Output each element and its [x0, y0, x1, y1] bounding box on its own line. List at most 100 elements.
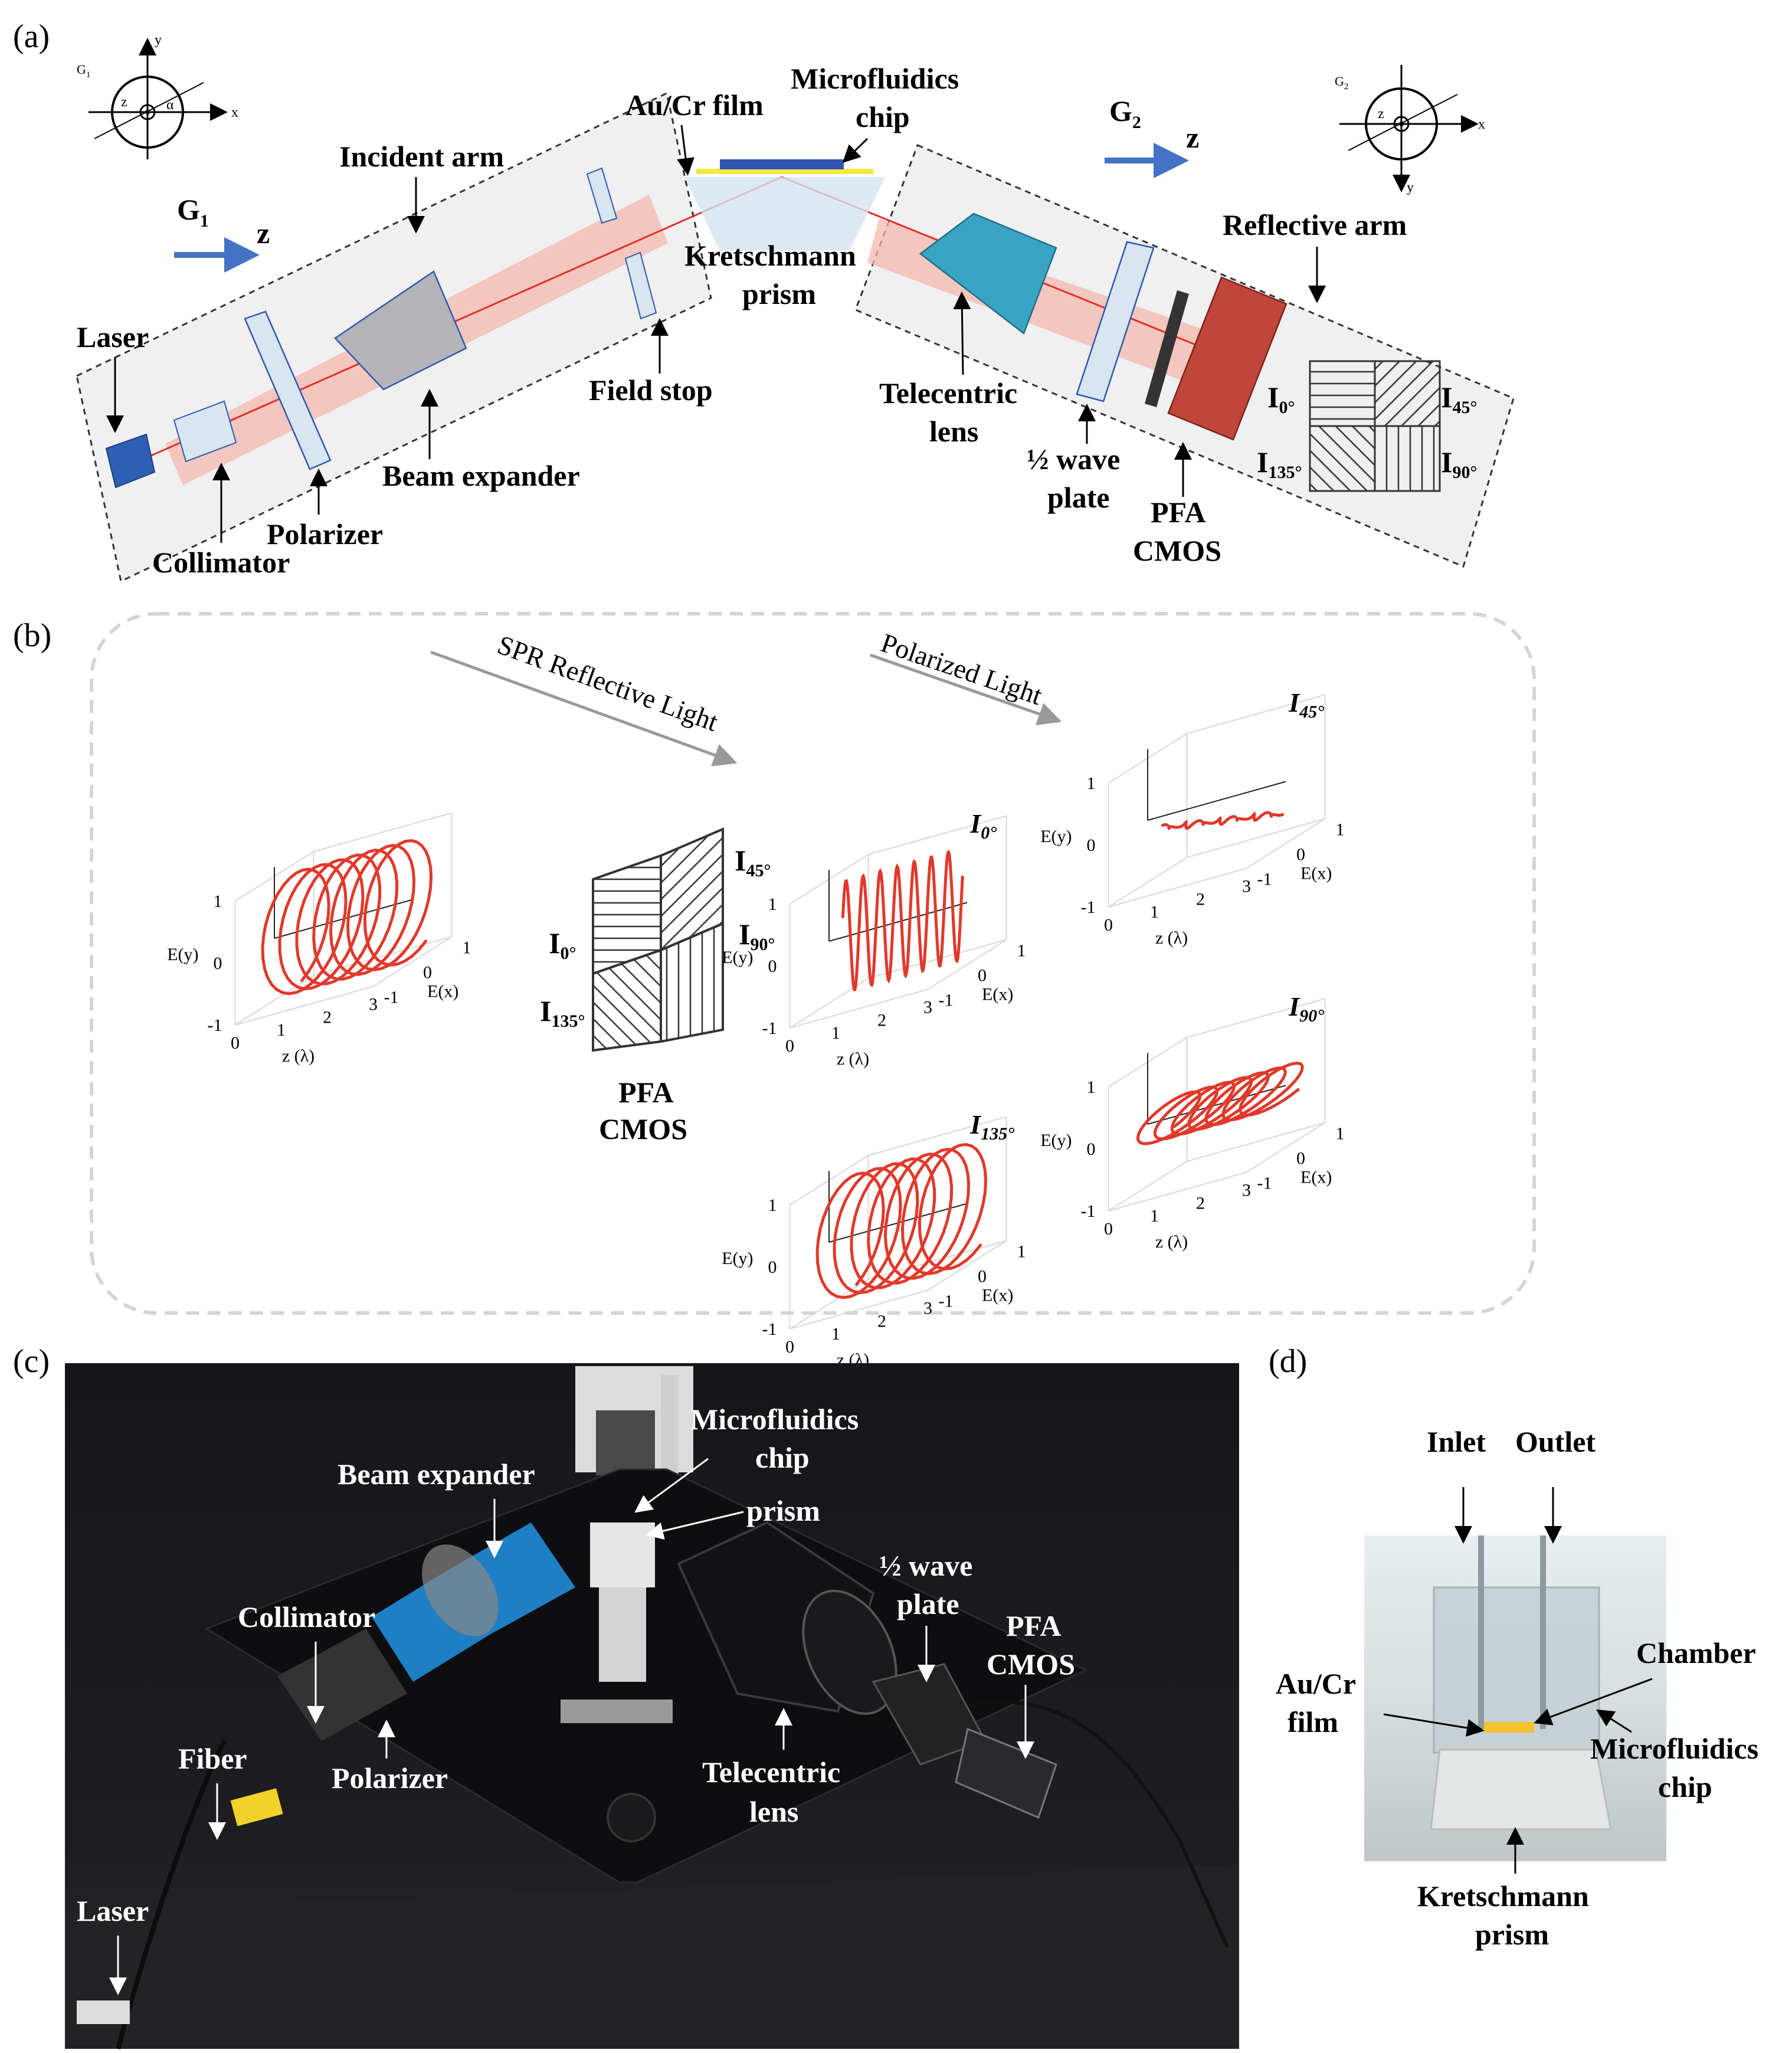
- plot-i45-frame-edge: [1108, 857, 1188, 908]
- plot-i45-ytick: 1: [1087, 774, 1096, 793]
- photo-micrometer: [661, 1375, 679, 1475]
- arrow-telecentric: [953, 292, 971, 375]
- plot-i0-frame-edge: [927, 939, 1007, 990]
- label-telecentric-2: lens: [929, 415, 978, 448]
- label-d-microfluidics-2: chip: [1658, 1770, 1712, 1803]
- plot-input-frame-edge: [313, 812, 452, 852]
- panel-d-tag: (d): [1269, 1343, 1307, 1380]
- label-incident-arm: Incident arm: [339, 140, 504, 173]
- label-c-telecentric-1: Telecentric: [702, 1756, 840, 1789]
- plot-i90-xtick: 0: [1296, 1148, 1305, 1168]
- panel-b: (b) SPR Reflective Light Polarized Light…: [13, 612, 1536, 1370]
- pfa-cmos-shape: [1167, 276, 1288, 441]
- plot-i45-curve: [1161, 811, 1285, 830]
- plot-i0-curve: [841, 849, 964, 991]
- label-reflective-arm: Reflective arm: [1223, 208, 1407, 241]
- pixel-label-b-135: I135°: [540, 994, 585, 1031]
- label-kretschmann-1: Kretschmann: [684, 239, 856, 272]
- g1-label: G1: [177, 193, 209, 231]
- coord2-z: z: [1378, 106, 1384, 122]
- label-d-au-cr-2: film: [1288, 1705, 1338, 1738]
- photo-stage: [596, 1410, 655, 1475]
- polarizer-shape: [244, 310, 332, 470]
- plot-i135-ztick: 0: [785, 1337, 794, 1357]
- label-pfa-2: CMOS: [1133, 534, 1221, 567]
- plot-i90-ytick: -1: [1081, 1201, 1096, 1221]
- arrow-c-microfluidics: [634, 1458, 709, 1513]
- arrow-d-au-cr: [1383, 1713, 1485, 1737]
- plot-i45-ytick: -1: [1081, 898, 1096, 917]
- plot-i135-curve: [815, 1142, 988, 1299]
- plot-input-zlabel: z (λ): [282, 1046, 314, 1066]
- plot-input-xtick: -1: [384, 987, 399, 1007]
- plot-i0-xtick: 0: [978, 965, 987, 985]
- plot-i0-ytick: -1: [762, 1019, 777, 1038]
- label-c-wave-plate-1: ½ wave: [879, 1549, 972, 1582]
- plot-input-xtick: 1: [463, 938, 471, 957]
- label-au-cr-film: Au/Cr film: [625, 89, 764, 122]
- plot-input-frame-edge: [235, 985, 374, 1026]
- plot-i45-xtick: 0: [1296, 844, 1305, 864]
- plot-i45-label: I45°: [1288, 687, 1324, 722]
- plot-i45-frame-edge: [1187, 818, 1325, 858]
- half-wave-plate-shape: [1076, 241, 1155, 402]
- cmos-sensor-face: [1145, 290, 1189, 407]
- plot-input-xlabel: E(x): [427, 981, 458, 1001]
- plot-i0-ztick: 1: [831, 1023, 840, 1043]
- photo-gold-film: [1484, 1722, 1534, 1733]
- plot-i90-ztick: 2: [1196, 1193, 1205, 1213]
- pixel-label-a-90: I90°: [1441, 446, 1477, 482]
- plot-input-ytick: -1: [208, 1016, 222, 1035]
- photo-fiber-tag: [230, 1788, 283, 1826]
- plot-i90-xtick: 1: [1336, 1124, 1345, 1143]
- plot-i45-xtick: 1: [1336, 820, 1345, 839]
- plot-input-ztick: 0: [231, 1033, 240, 1053]
- label-b-pfa-2: CMOS: [599, 1112, 687, 1145]
- plot-i90-z-axis: [1147, 1085, 1286, 1125]
- arrow-d-microfluidics: [1596, 1709, 1632, 1733]
- label-c-collimator: Collimator: [238, 1600, 375, 1633]
- plot-i45-ytick: 0: [1087, 836, 1096, 855]
- plot-i135-ytick: 0: [768, 1258, 777, 1277]
- coord1-y: y: [155, 32, 162, 48]
- plot-input-xtick: 0: [423, 962, 432, 982]
- label-c-pfa-2: CMOS: [987, 1648, 1075, 1681]
- plot-i0-xtick: -1: [939, 990, 954, 1010]
- label-c-polarizer: Polarizer: [332, 1761, 448, 1795]
- plot-i135-frame-edge: [789, 1289, 928, 1330]
- plot-i135-xlabel: E(x): [982, 1285, 1013, 1305]
- plot-i45-xtick: -1: [1257, 869, 1272, 889]
- panel-c-tag: (c): [13, 1343, 50, 1380]
- plot-i45-frame-edge: [1187, 694, 1325, 734]
- plot-input-ztick: 2: [323, 1007, 332, 1027]
- label-c-fiber: Fiber: [178, 1742, 247, 1775]
- coord1-z: z: [121, 94, 127, 110]
- photo-z-stage: [599, 1587, 646, 1682]
- plot-i0-frame-edge: [789, 988, 928, 1029]
- plot-i0-xtick: 1: [1017, 941, 1026, 960]
- plot-i135-ztick: 1: [831, 1324, 840, 1344]
- au-film-shape: [696, 169, 873, 174]
- plot-i0-label: I0°: [969, 808, 997, 843]
- label-microfluidics-2: chip: [856, 100, 910, 133]
- plot-i90-label: I90°: [1288, 991, 1324, 1026]
- plot-i45-ztick: 0: [1104, 915, 1113, 935]
- telecentric-lens-shape: [919, 212, 1057, 335]
- label-c-laser: Laser: [77, 1894, 149, 1927]
- photo-expander-flange: [422, 1544, 499, 1636]
- coord-system-g1: G1 x y z α: [77, 32, 238, 159]
- plot-i135-xtick: -1: [939, 1291, 954, 1311]
- pixel-label-b-45: I45°: [735, 844, 771, 880]
- plot-i90-ztick: 0: [1104, 1219, 1113, 1239]
- plot-input-frame-edge: [372, 936, 453, 987]
- plot-i135-label: I135°: [969, 1109, 1014, 1144]
- photo-post-base: [607, 1793, 656, 1842]
- plot-i0-ztick: 2: [877, 1010, 886, 1030]
- label-kretschmann-2: prism: [742, 277, 816, 310]
- arrow-c-prism: [646, 1511, 744, 1540]
- label-polarizer: Polarizer: [267, 518, 383, 551]
- plot-i135-ytick: -1: [762, 1319, 777, 1339]
